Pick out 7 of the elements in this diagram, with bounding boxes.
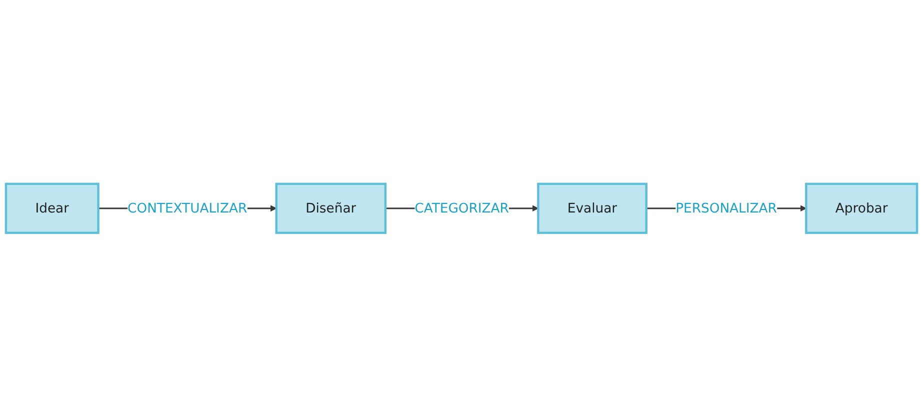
edge-label: CONTEXTUALIZAR <box>128 200 248 216</box>
node-box: Diseñar <box>275 182 387 234</box>
node-box: Idear <box>4 182 100 234</box>
node-box: Aprobar <box>805 182 918 234</box>
edge-label: PERSONALIZAR <box>676 200 777 216</box>
node-box: Evaluar <box>537 182 648 234</box>
edge-label: CATEGORIZAR <box>414 200 509 216</box>
